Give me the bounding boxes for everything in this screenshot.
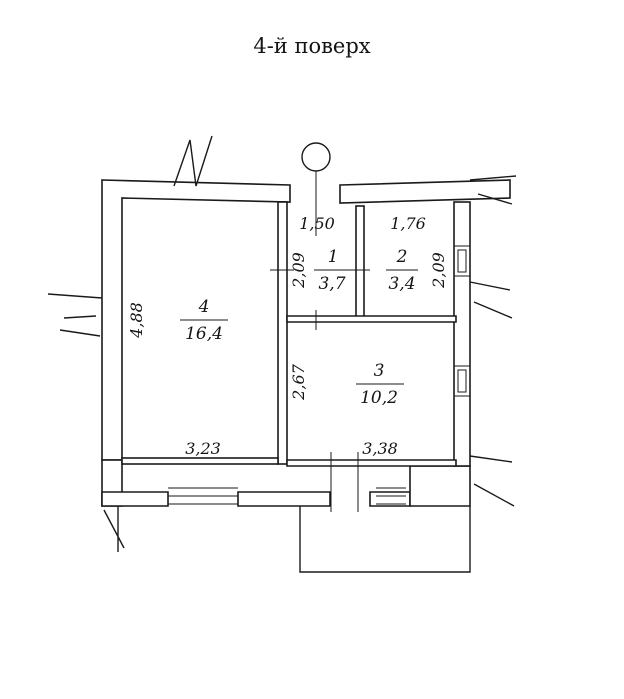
room-1-number: 1: [328, 247, 339, 267]
room-1-length: 2,09: [289, 252, 308, 289]
room-4-labels: 4 16,4 3,23 4,88: [127, 297, 228, 458]
room-3-length: 2,67: [289, 363, 308, 400]
room-2-area: 3,4: [388, 274, 415, 294]
interior-walls: [121, 201, 457, 467]
room-4-area: 16,4: [185, 324, 223, 344]
balcony: [299, 506, 471, 573]
room-2-number: 2: [396, 247, 408, 267]
room-3-number: 3: [374, 361, 385, 381]
room-1-labels: 1,50 1 3,7 2,09: [289, 214, 350, 294]
window-bottom-right: [376, 487, 406, 505]
room-3-labels: 3 10,2 3,38 2,67: [289, 361, 404, 458]
door-markers: [270, 269, 370, 512]
shaft-symbol: [301, 142, 331, 236]
room-1-area: 3,7: [318, 274, 345, 294]
page-title: 4-й поверх: [253, 34, 371, 58]
break-lines: [47, 135, 517, 552]
window-right-upper: [453, 245, 471, 277]
room-2-labels: 1,76 2 3,4 2,09: [386, 214, 448, 294]
room-4-length: 4,88: [127, 302, 146, 339]
room-1-width: 1,50: [299, 214, 335, 233]
room-4-number: 4: [198, 297, 210, 317]
room-3-area: 10,2: [360, 388, 398, 408]
room-2-width: 1,76: [390, 214, 426, 233]
room-4-width: 3,23: [185, 439, 221, 458]
window-bottom-left: [168, 487, 238, 505]
room-2-length: 2,09: [429, 252, 448, 289]
room-3-width: 3,38: [362, 439, 398, 458]
window-right-lower: [453, 365, 471, 397]
